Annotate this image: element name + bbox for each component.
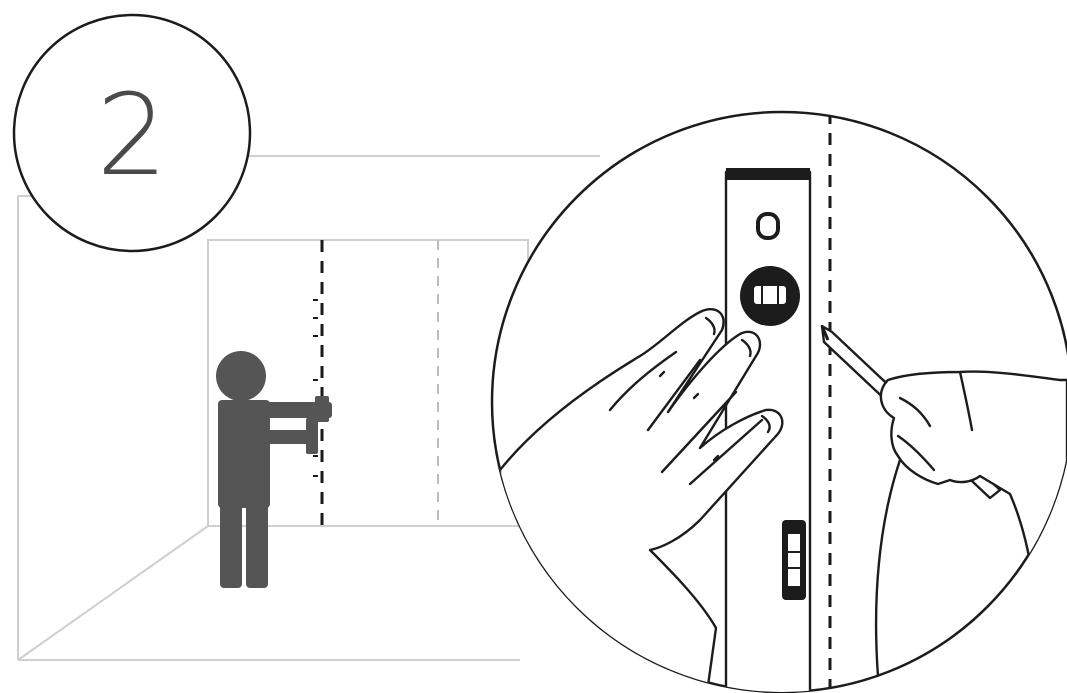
step-number: 2 — [96, 71, 167, 201]
zoom-detail — [492, 112, 1067, 693]
step-badge: 2 — [14, 15, 250, 251]
person-marking-wall-icon — [216, 351, 332, 588]
